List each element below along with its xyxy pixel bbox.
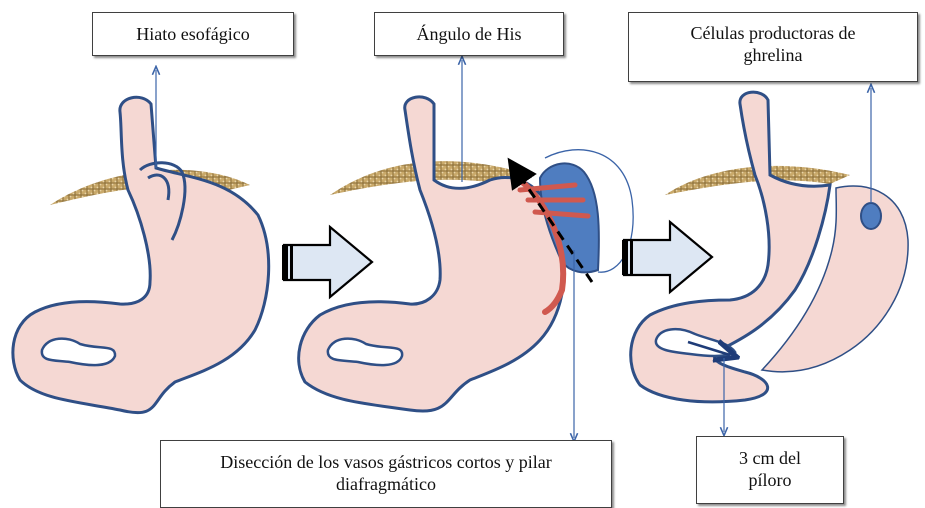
label-celulas-line1: Células productoras de [629, 22, 917, 44]
panel-1-normal-stomach [13, 70, 269, 413]
label-celulas-ghrelina: Células productoras de ghrelina [628, 12, 918, 82]
label-piloro: 3 cm del píloro [696, 436, 844, 504]
stomach-1 [13, 97, 269, 412]
block-arrow-right-icon [282, 227, 372, 297]
label-piloro-line2: píloro [697, 469, 843, 491]
label-diseccion-line1: Disección de los vasos gástricos cortos … [161, 451, 611, 473]
label-diseccion: Disección de los vasos gástricos cortos … [160, 440, 612, 508]
label-piloro-line1: 3 cm del [697, 447, 843, 469]
block-arrow-right-icon [622, 222, 712, 292]
label-hiato-text: Hiato esofágico [93, 23, 293, 45]
label-angulo-de-his: Ángulo de His [374, 12, 564, 56]
ghrelin-cells [861, 203, 881, 229]
label-celulas-line2: ghrelina [629, 44, 917, 66]
label-hiato-esofagico: Hiato esofágico [92, 12, 294, 56]
label-angulo-text: Ángulo de His [375, 23, 563, 45]
label-diseccion-line2: diafragmático [161, 473, 611, 495]
